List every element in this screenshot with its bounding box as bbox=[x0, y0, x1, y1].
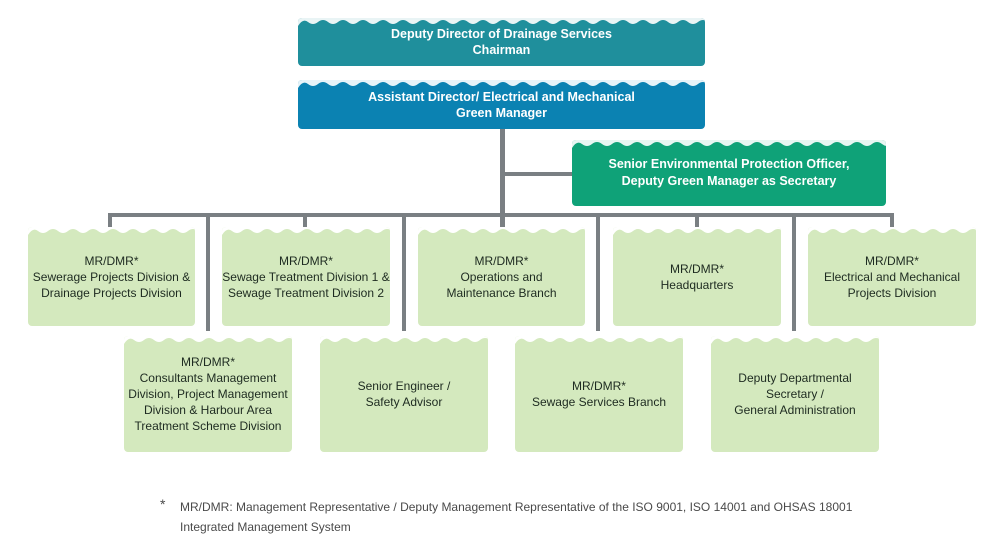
wave-decoration bbox=[418, 227, 585, 235]
wave-decoration bbox=[515, 336, 683, 344]
wave-decoration bbox=[222, 227, 390, 235]
division-box-operations-maintenance: MR/DMR* Operations and Maintenance Branc… bbox=[418, 227, 585, 326]
connector-drop-5 bbox=[500, 213, 505, 227]
connector-drop-6 bbox=[596, 213, 600, 331]
wave-decoration bbox=[613, 227, 781, 235]
division-box-sewerage-drainage: MR/DMR* Sewerage Projects Division & Dra… bbox=[28, 227, 195, 326]
division-line: Maintenance Branch bbox=[446, 285, 557, 300]
division-line: Sewage Treatment Division 1 & bbox=[222, 269, 390, 284]
division-box-sewage-treatment: MR/DMR* Sewage Treatment Division 1 & Se… bbox=[222, 227, 390, 326]
division-mr-label: MR/DMR* bbox=[181, 355, 235, 369]
wave-decoration bbox=[808, 227, 976, 235]
chairman-role: Chairman bbox=[472, 43, 531, 57]
division-text: Senior Engineer / Safety Advisor bbox=[358, 378, 451, 410]
division-line: Projects Division bbox=[847, 285, 937, 300]
connector-drop-7 bbox=[695, 213, 699, 227]
division-mr-label: MR/DMR* bbox=[670, 261, 724, 276]
wave-decoration bbox=[28, 227, 195, 235]
division-text: MR/DMR* Operations and Maintenance Branc… bbox=[446, 253, 556, 301]
division-mr-label: MR/DMR* bbox=[864, 253, 919, 268]
division-line: Headquarters bbox=[660, 277, 734, 292]
footnote: * MR/DMR: Management Representative / De… bbox=[160, 496, 880, 537]
division-mr-label: MR/DMR* bbox=[84, 253, 139, 268]
secretary-role: Deputy Green Manager as Secretary bbox=[621, 174, 837, 188]
secretary-text: Senior Environmental Protection Officer,… bbox=[608, 156, 849, 190]
division-box-headquarters: MR/DMR* Headquarters bbox=[613, 227, 781, 326]
green-manager-role: Green Manager bbox=[455, 105, 547, 120]
division-box-sewage-services: MR/DMR* Sewage Services Branch bbox=[515, 336, 683, 452]
division-line: Deputy Departmental bbox=[738, 371, 852, 385]
division-box-safety-advisor: Senior Engineer / Safety Advisor bbox=[320, 336, 488, 452]
connector-drop-4 bbox=[402, 213, 406, 331]
green-manager-text: Assistant Director/ Electrical and Mecha… bbox=[368, 89, 635, 121]
division-text: MR/DMR* Sewage Treatment Division 1 & Se… bbox=[222, 253, 389, 301]
division-text: MR/DMR* Sewage Services Branch bbox=[532, 378, 666, 410]
green-manager-box: Assistant Director/ Electrical and Mecha… bbox=[298, 80, 705, 129]
wave-decoration bbox=[124, 336, 292, 344]
division-line: Sewerage Projects Division & bbox=[32, 269, 191, 284]
secretary-title: Senior Environmental Protection Officer, bbox=[608, 157, 850, 171]
division-line: General Administration bbox=[734, 403, 856, 417]
wave-decoration bbox=[298, 18, 705, 26]
division-mr-label: MR/DMR* bbox=[474, 253, 529, 268]
division-box-electrical-mechanical: MR/DMR* Electrical and Mechanical Projec… bbox=[808, 227, 976, 326]
division-line: Operations and bbox=[460, 269, 543, 284]
division-line: Division & Harbour Area bbox=[143, 403, 273, 417]
chairman-box: Deputy Director of Drainage Services Cha… bbox=[298, 18, 705, 66]
connector-drop-9 bbox=[890, 213, 894, 227]
division-line: Sewage Services Branch bbox=[531, 395, 667, 409]
division-mr-label: MR/DMR* bbox=[278, 253, 333, 268]
footnote-marker: * bbox=[160, 496, 166, 512]
division-text: MR/DMR* Electrical and Mechanical Projec… bbox=[824, 253, 960, 301]
division-line: Safety Advisor bbox=[365, 395, 443, 409]
division-text: Deputy Departmental Secretary / General … bbox=[734, 370, 855, 418]
division-line: Electrical and Mechanical bbox=[823, 269, 961, 284]
connector-drop-3 bbox=[303, 213, 307, 227]
connector-drop-2 bbox=[206, 213, 210, 331]
chairman-text: Deputy Director of Drainage Services Cha… bbox=[391, 26, 612, 58]
division-line: Senior Engineer / bbox=[357, 379, 451, 393]
footnote-text: MR/DMR: Management Representative / Depu… bbox=[180, 500, 853, 534]
division-line: Sewage Treatment Division 2 bbox=[227, 285, 385, 300]
wave-decoration bbox=[572, 140, 886, 148]
division-text: MR/DMR* Sewerage Projects Division & Dra… bbox=[33, 253, 190, 301]
chairman-title: Deputy Director of Drainage Services bbox=[391, 27, 612, 41]
division-box-general-administration: Deputy Departmental Secretary / General … bbox=[711, 336, 879, 452]
connector-drop-8 bbox=[792, 213, 796, 331]
wave-decoration bbox=[711, 336, 879, 344]
division-text: MR/DMR* Headquarters bbox=[661, 261, 734, 293]
division-line: Drainage Projects Division bbox=[41, 285, 182, 300]
division-line: Division, Project Management bbox=[128, 387, 288, 401]
wave-decoration bbox=[298, 80, 705, 88]
division-mr-label: MR/DMR* bbox=[571, 379, 626, 393]
wave-decoration bbox=[320, 336, 488, 344]
connector-secretary bbox=[500, 172, 572, 176]
division-line: Consultants Management bbox=[139, 371, 277, 385]
green-manager-title: Assistant Director/ Electrical and Mecha… bbox=[368, 89, 635, 104]
division-text: MR/DMR* Consultants Management Division,… bbox=[128, 354, 287, 434]
connector-drop-1 bbox=[108, 213, 112, 227]
division-box-consultants-management: MR/DMR* Consultants Management Division,… bbox=[124, 336, 292, 452]
division-line: Treatment Scheme Division bbox=[134, 419, 282, 433]
secretary-box: Senior Environmental Protection Officer,… bbox=[572, 140, 886, 206]
division-line: Secretary / bbox=[765, 387, 825, 401]
